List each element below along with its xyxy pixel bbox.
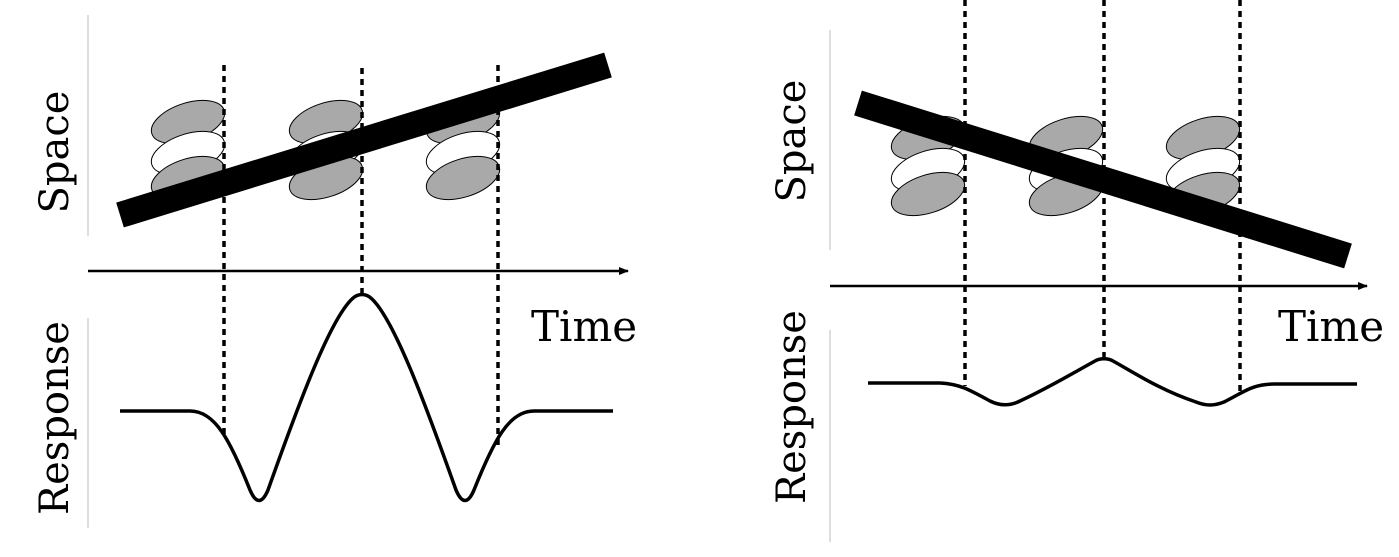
left-panel: Space Response Time bbox=[32, 15, 637, 528]
right-response-curve bbox=[868, 357, 1357, 407]
right-panel: Space Response Time bbox=[769, 0, 1384, 542]
left-receptive-field-1 bbox=[150, 99, 226, 201]
right-space-label: Space bbox=[769, 80, 815, 203]
left-response-curve bbox=[120, 292, 613, 503]
left-moving-bar bbox=[116, 52, 612, 228]
right-time-label: Time bbox=[1278, 302, 1384, 351]
left-space-label: Space bbox=[32, 91, 78, 214]
right-response-label: Response bbox=[769, 310, 815, 504]
left-response-label: Response bbox=[32, 321, 78, 515]
excitatory-lobe bbox=[890, 171, 966, 217]
left-time-label: Time bbox=[531, 302, 637, 351]
